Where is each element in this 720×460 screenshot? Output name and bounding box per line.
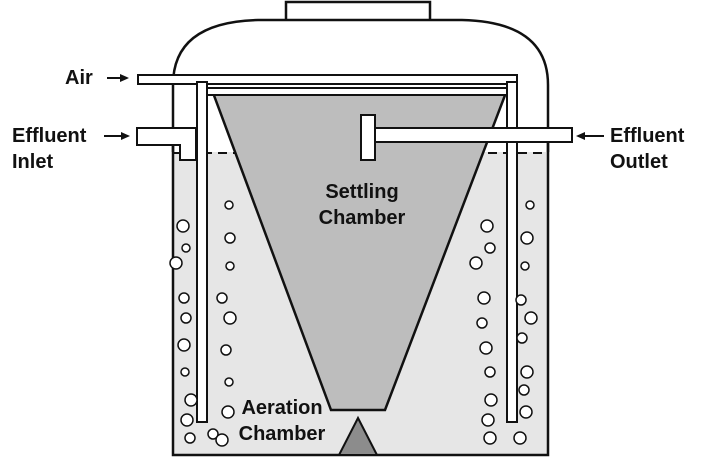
left-air-pipe xyxy=(196,81,208,423)
settling-chamber-label-line2: Chamber xyxy=(319,207,406,229)
inlet-arrow xyxy=(104,132,130,140)
outlet-baffle xyxy=(360,114,376,161)
aeration-chamber-label-line1: Aeration xyxy=(241,397,322,419)
aeration-bubbles xyxy=(169,200,538,447)
aeration-chamber-label-line2: Chamber xyxy=(239,423,326,445)
settling-rim-pipe xyxy=(206,87,511,96)
right-air-pipe xyxy=(506,81,518,423)
effluent-inlet-pipe xyxy=(136,127,197,161)
settling-chamber-label-line1: Settling xyxy=(325,181,398,203)
effluent-outlet-pipe xyxy=(374,127,573,143)
air-label: Air xyxy=(65,67,93,89)
bottom-cone xyxy=(337,415,379,456)
air-arrow xyxy=(107,74,129,82)
effluent-inlet-label-line1: Effluent xyxy=(12,125,87,147)
effluent-inlet-label-line2: Inlet xyxy=(12,151,53,173)
effluent-outlet-label-line1: Effluent xyxy=(610,125,685,147)
effluent-outlet-label-line2: Outlet xyxy=(610,151,668,173)
outlet-arrow xyxy=(576,132,604,140)
air-header-pipe xyxy=(137,74,518,85)
